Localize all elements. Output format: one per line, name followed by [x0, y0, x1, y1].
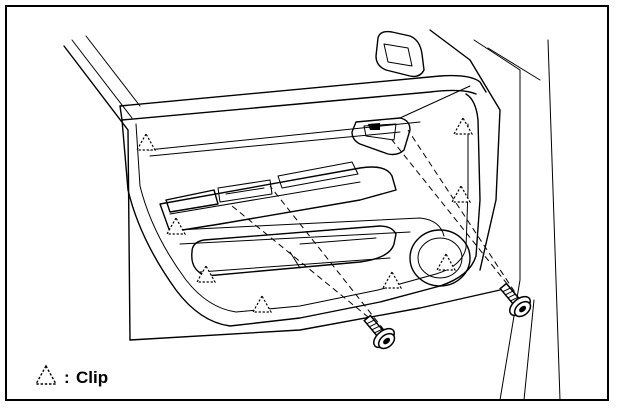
clip-markers	[135, 116, 474, 313]
dashed-triangle-icon	[452, 116, 474, 135]
screw-icon	[499, 282, 532, 318]
dashed-triangle-icon	[195, 264, 217, 283]
dashed-triangle-icon	[450, 184, 472, 203]
legend: : Clip	[34, 364, 108, 387]
door-pocket	[191, 225, 397, 277]
speaker-grille	[409, 229, 471, 287]
armrest	[159, 161, 397, 233]
door-body	[63, 29, 561, 401]
dashed-triangle-icon	[34, 364, 58, 385]
dashed-triangle-icon	[435, 252, 457, 271]
door-trim-panel	[119, 74, 487, 327]
legend-label: Clip	[76, 368, 108, 387]
diagram-frame	[5, 5, 609, 401]
dashed-triangle-icon	[251, 294, 273, 313]
screw-icon	[363, 314, 396, 350]
screw-guide-lines	[231, 129, 521, 331]
dashed-triangle-icon	[381, 270, 403, 289]
dashed-triangle-icon	[165, 216, 187, 235]
inner-door-handle	[351, 85, 471, 156]
legend-separator: :	[64, 368, 70, 387]
dashed-triangle-icon	[135, 132, 157, 151]
